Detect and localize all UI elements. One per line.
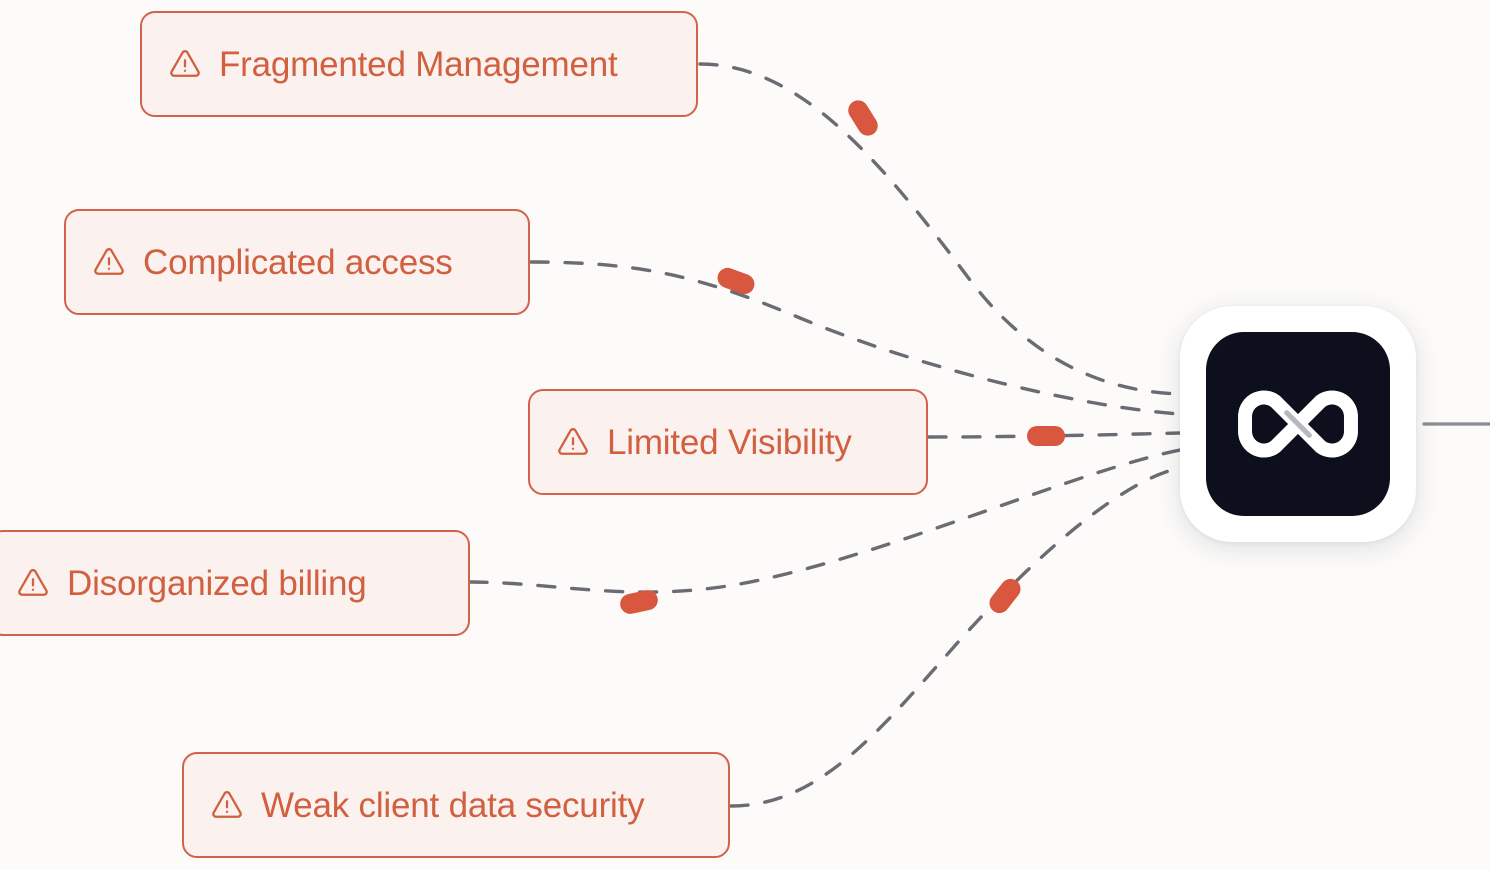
connector-limited-visibility: [927, 431, 1182, 439]
warning-triangle-icon: [558, 428, 588, 455]
problem-card-label: Fragmented Management: [219, 44, 618, 84]
connector-weak-client-data-security: [729, 466, 1182, 808]
problem-card-label: Complicated access: [143, 242, 453, 282]
marker-complicated-access: [717, 267, 755, 295]
problem-card-label: Weak client data security: [261, 785, 645, 825]
marker-fragmented-management: [848, 100, 878, 136]
problem-card-complicated-access[interactable]: Complicated access: [64, 209, 530, 315]
warning-triangle-icon: [18, 569, 48, 596]
marker-limited-visibility: [1027, 426, 1065, 446]
connector-fragmented-management: [698, 62, 1182, 396]
marker-disorganized-billing: [620, 590, 658, 614]
problem-card-limited-visibility[interactable]: Limited Visibility: [528, 389, 928, 495]
problem-card-fragmented-management[interactable]: Fragmented Management: [140, 11, 698, 117]
problem-card-label: Disorganized billing: [67, 563, 367, 603]
warning-triangle-icon: [94, 248, 124, 275]
problem-card-weak-client-data-security[interactable]: Weak client data security: [182, 752, 730, 858]
warning-triangle-icon: [212, 791, 242, 818]
interlocking-knot-logo-icon: [1238, 390, 1358, 458]
marker-weak-client-data-security: [989, 578, 1021, 614]
logo-tile: [1206, 332, 1390, 516]
warning-triangle-icon: [170, 50, 200, 77]
problem-card-label: Limited Visibility: [607, 422, 852, 462]
brand-logo-node[interactable]: [1180, 306, 1416, 542]
problem-card-disorganized-billing[interactable]: Disorganized billing: [0, 530, 470, 636]
